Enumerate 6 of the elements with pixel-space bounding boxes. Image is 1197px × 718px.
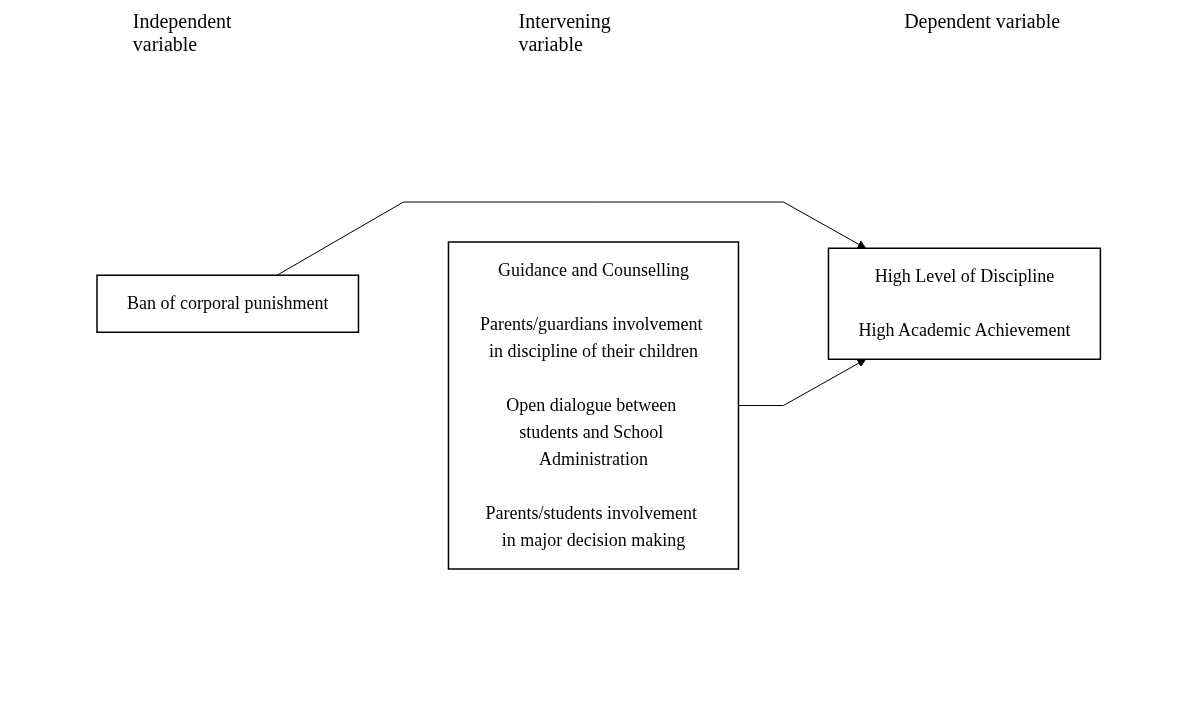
column-heading: Intervening variable [518,10,612,57]
node-box: Ban of corporal punishment [96,274,359,333]
column-heading: Independent variable [132,10,233,57]
node-box: High Level of Discipline High Academic Achievement [827,247,1101,360]
node-box: Guidance and Counselling Parents/guardians involvement in discipline of their children Open dialogue between students and School Administration Parents/students involvement in major decision making [447,240,739,570]
column-heading: Dependent variable [904,10,1062,35]
